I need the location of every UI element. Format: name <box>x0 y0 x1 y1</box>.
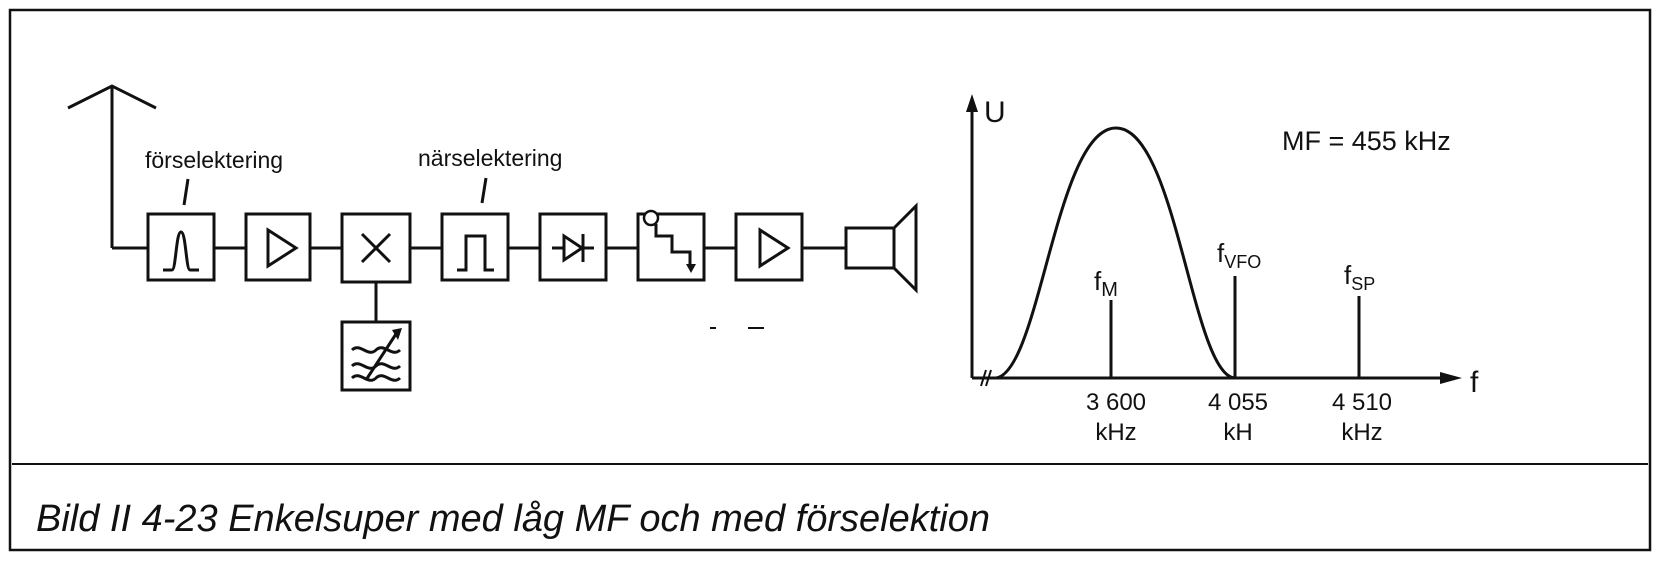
filter-icon <box>457 234 494 272</box>
preselection-label: förselektering <box>145 147 283 173</box>
fm-unit: kHz <box>1095 419 1136 446</box>
fsp-unit: kHz <box>1341 419 1382 446</box>
x-axis-label: f <box>1470 366 1479 399</box>
near-selection-label: närselektering <box>418 145 562 171</box>
oscillator-icon <box>350 328 402 382</box>
selectivity-curve <box>995 126 1235 380</box>
spectrum-plot: U f MF = 455 kHz fM 3 600 kHz fVFO 4 055… <box>966 94 1479 446</box>
diode-icon <box>552 233 594 263</box>
amplifier-icon <box>266 227 299 269</box>
if-filter-block <box>440 212 510 282</box>
volume-icon <box>642 209 696 273</box>
loudspeaker-block <box>844 202 918 294</box>
mixer-icon <box>360 232 392 264</box>
fvfo-label: fVFO <box>1217 238 1261 272</box>
vfo-block <box>340 320 412 392</box>
volume-control-block <box>636 209 706 282</box>
spectral-line-fsp: fSP 4 510 kHz <box>1332 260 1392 446</box>
near-selection-pointer <box>480 177 488 204</box>
detector-block <box>538 212 608 282</box>
fvfo-unit: kH <box>1223 419 1252 446</box>
bandpass-icon <box>163 230 199 272</box>
fsp-tick-label: 4 510 <box>1332 389 1392 416</box>
fm-tick-label: 3 600 <box>1086 389 1146 416</box>
fm-label: fM <box>1094 266 1118 301</box>
antenna-icon <box>67 84 157 250</box>
preselect-filter-block <box>146 212 216 282</box>
y-axis-arrow <box>966 94 978 112</box>
spectral-line-fm: fM 3 600 kHz <box>1086 266 1146 446</box>
figure-caption: Bild II 4-23 Enkelsuper med låg MF och m… <box>36 498 990 540</box>
preselection-pointer <box>182 178 190 206</box>
y-axis-label: U <box>984 96 1006 129</box>
mixer-block <box>340 212 412 284</box>
figure-border <box>8 8 1652 552</box>
block-diagram: förselektering närselektering <box>67 84 918 392</box>
af-amplifier-block <box>734 212 804 282</box>
rf-amplifier-block <box>244 212 312 282</box>
spectral-line-fvfo: fVFO 4 055 kH <box>1208 238 1268 446</box>
amplifier-icon <box>758 227 791 269</box>
x-axis-arrow <box>1440 372 1462 384</box>
fvfo-tick-label: 4 055 <box>1208 389 1268 416</box>
axis-break-marks <box>980 369 992 387</box>
signal-path <box>214 246 846 322</box>
speaker-icon <box>844 202 918 294</box>
fsp-label: fSP <box>1344 260 1375 294</box>
if-note: MF = 455 kHz <box>1282 126 1451 156</box>
